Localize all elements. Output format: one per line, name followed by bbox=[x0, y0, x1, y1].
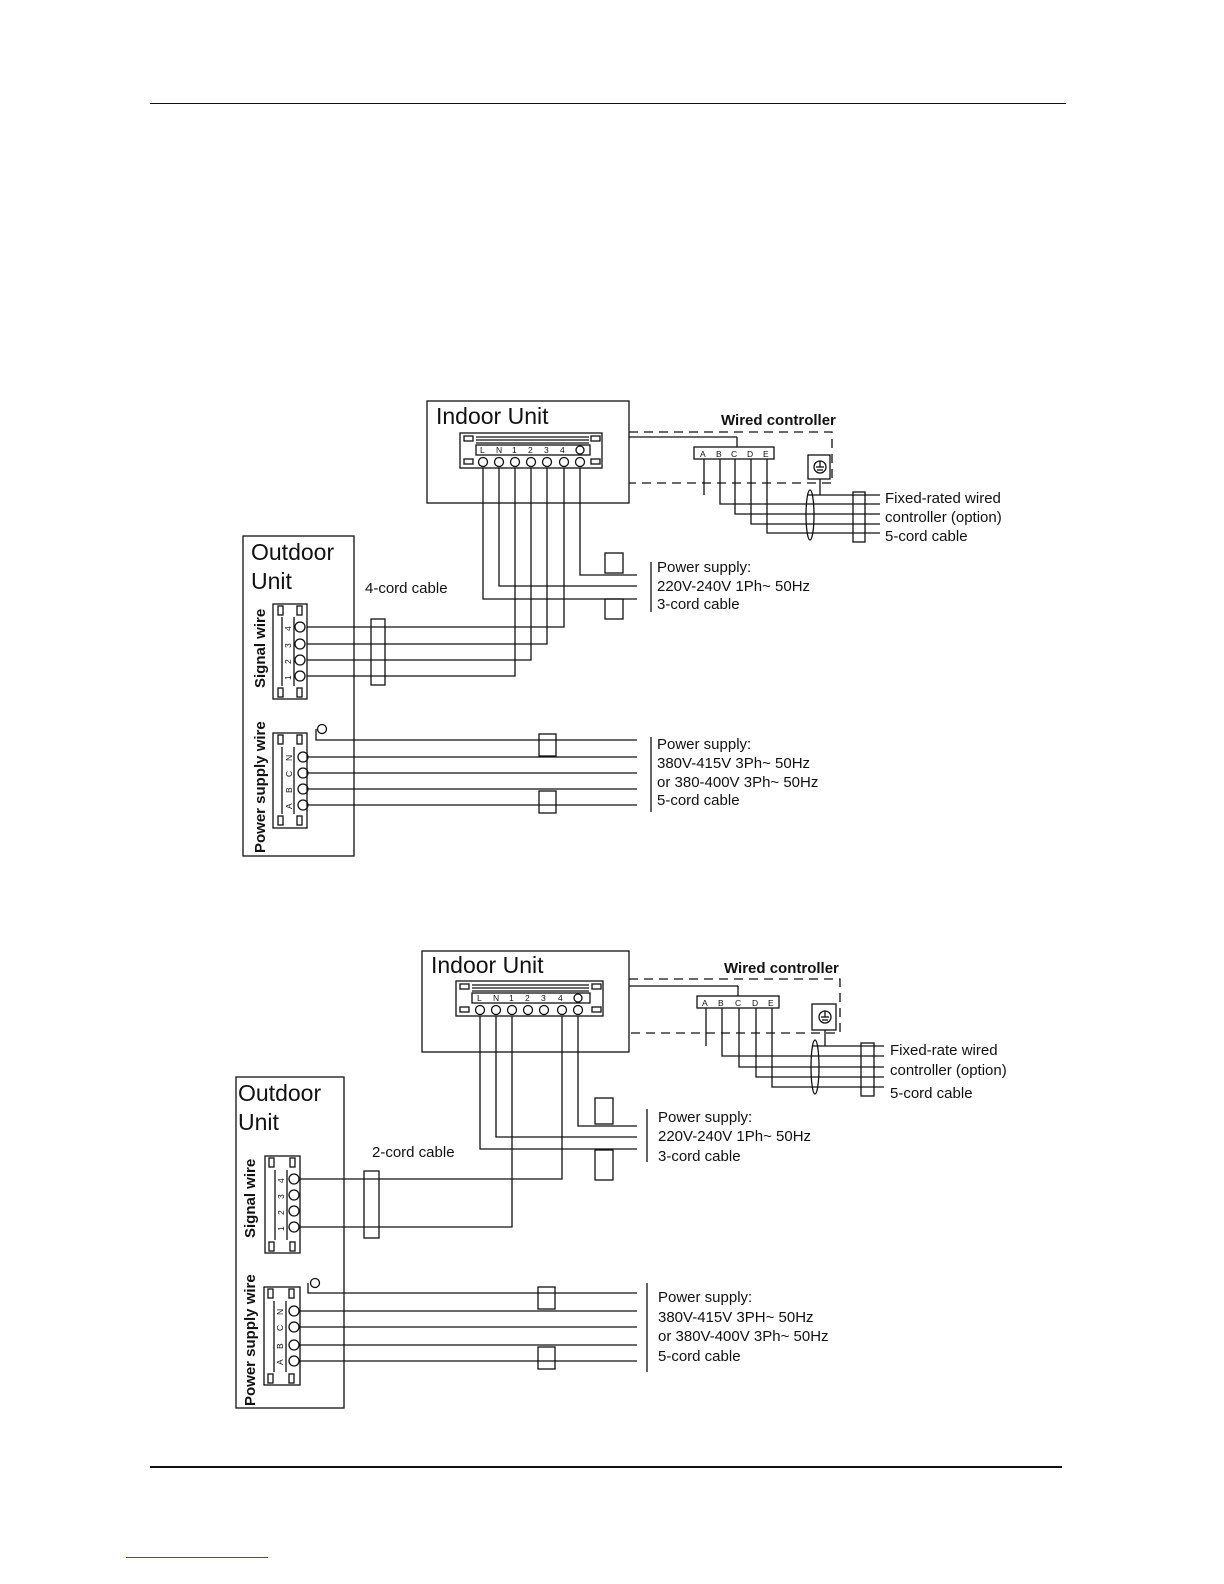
terminal-label: N bbox=[493, 993, 499, 1003]
power-terminal-label: B bbox=[284, 787, 294, 793]
header-rule bbox=[150, 103, 1066, 104]
controller-terminal-block-1 bbox=[693, 446, 775, 460]
controller-note-line: controller (option) bbox=[885, 509, 1002, 526]
outdoor-power-line: Power supply: bbox=[658, 1289, 752, 1306]
indoor-terminal-cells-1 bbox=[463, 435, 601, 468]
footer-rule bbox=[150, 1466, 1062, 1468]
indoor-unit-box-2 bbox=[421, 950, 630, 1053]
outdoor-unit-box-2 bbox=[235, 1076, 345, 1409]
signal-cable-label-2: 2-cord cable bbox=[372, 1144, 455, 1161]
power-terminal-block-2 bbox=[263, 1286, 301, 1386]
controller-note-line: controller (option) bbox=[890, 1062, 1007, 1079]
terminal-label: 2 bbox=[528, 445, 533, 455]
outdoor-power-line: 380V-415V 3PH~ 50Hz bbox=[658, 1309, 814, 1326]
indoor-unit-box-1 bbox=[426, 400, 630, 504]
power-supply-wire-label-1: Power supply wire bbox=[252, 721, 269, 853]
power-terminal-label: A bbox=[275, 1359, 285, 1365]
controller-enclosure-1 bbox=[629, 431, 833, 484]
signal-terminal-block-1 bbox=[272, 603, 308, 700]
indoor-power-line: 3-cord cable bbox=[657, 596, 740, 613]
indoor-unit-title-2: Indoor Unit bbox=[431, 952, 544, 978]
indoor-power-line: 3-cord cable bbox=[658, 1148, 741, 1165]
indoor-power-line: 220V-240V 1Ph~ 50Hz bbox=[657, 578, 810, 595]
outdoor-power-line: 5-cord cable bbox=[657, 792, 740, 809]
diagram-1-text: Indoor Unit Wired controller L N 1 2 3 4… bbox=[251, 403, 1002, 853]
outdoor-power-line: 5-cord cable bbox=[658, 1348, 741, 1365]
power-terminal-label: B bbox=[275, 1343, 285, 1349]
indoor-terminal-cells-2 bbox=[459, 983, 602, 1016]
controller-terminal-block-2 bbox=[696, 995, 780, 1009]
controller-terminal-label: D bbox=[747, 449, 753, 459]
power-terminal-label: C bbox=[275, 1325, 285, 1331]
signal-terminal-label: 4 bbox=[283, 626, 293, 631]
terminal-label: 4 bbox=[560, 445, 565, 455]
controller-terminal-label: C bbox=[731, 449, 737, 459]
controller-terminal-label: A bbox=[702, 998, 708, 1008]
power-terminal-label: N bbox=[275, 1309, 285, 1315]
terminal-label: L bbox=[477, 993, 482, 1003]
signal-terminal-label: 1 bbox=[283, 675, 293, 680]
footer-link-underline bbox=[126, 1557, 268, 1558]
indoor-unit-title-1: Indoor Unit bbox=[436, 403, 549, 429]
outdoor-power-line: 380V-415V 3Ph~ 50Hz bbox=[657, 755, 810, 772]
signal-terminal-label: 4 bbox=[276, 1178, 286, 1183]
outdoor-unit-title-2b: Unit bbox=[238, 1109, 280, 1135]
indoor-power-line: Power supply: bbox=[657, 559, 751, 576]
outdoor-unit-title-2: Outdoor bbox=[238, 1080, 321, 1106]
power-terminal-label: N bbox=[284, 755, 294, 761]
controller-terminal-label: B bbox=[718, 998, 724, 1008]
controller-enclosure-2 bbox=[629, 978, 841, 1034]
controller-terminal-label: E bbox=[763, 449, 769, 459]
outdoor-unit-box-1 bbox=[242, 535, 355, 857]
signal-terminal-label: 3 bbox=[283, 643, 293, 648]
power-supply-wire-label-2: Power supply wire bbox=[242, 1274, 259, 1406]
controller-terminal-label: B bbox=[716, 449, 722, 459]
outdoor-unit-title-1b: Unit bbox=[251, 568, 293, 594]
signal-wire-label-1: Signal wire bbox=[252, 609, 269, 688]
controller-terminal-label: D bbox=[752, 998, 758, 1008]
signal-terminal-label: 2 bbox=[276, 1210, 286, 1215]
controller-ground-1 bbox=[807, 454, 831, 480]
controller-terminal-label: E bbox=[768, 998, 774, 1008]
diagram-2-text: Indoor Unit Wired controller L N 1 2 3 4… bbox=[238, 952, 1007, 1406]
indoor-power-line: Power supply: bbox=[658, 1109, 752, 1126]
controller-note-line: 5-cord cable bbox=[890, 1085, 973, 1102]
signal-terminal-label: 3 bbox=[276, 1194, 286, 1199]
signal-terminal-label: 2 bbox=[283, 659, 293, 664]
outdoor-power-line: or 380-400V 3Ph~ 50Hz bbox=[657, 774, 818, 791]
controller-ground-2 bbox=[811, 1003, 837, 1031]
wired-controller-label-2: Wired controller bbox=[724, 960, 839, 977]
wired-controller-label-1: Wired controller bbox=[721, 412, 836, 429]
outdoor-power-line: Power supply: bbox=[657, 736, 751, 753]
power-terminal-block-1 bbox=[272, 732, 308, 829]
controller-terminal-label: A bbox=[700, 449, 706, 459]
power-terminal-label: C bbox=[284, 771, 294, 777]
indoor-terminal-block-2 bbox=[455, 980, 604, 1017]
diagram-1 bbox=[242, 400, 880, 857]
outdoor-power-line: or 380V-400V 3Ph~ 50Hz bbox=[658, 1328, 829, 1345]
terminal-label: 1 bbox=[509, 993, 514, 1003]
controller-terminal-label: C bbox=[735, 998, 741, 1008]
terminal-label: 2 bbox=[525, 993, 530, 1003]
signal-wire-label-2: Signal wire bbox=[242, 1159, 259, 1238]
diagram-2 bbox=[235, 950, 884, 1409]
signal-terminal-block-2 bbox=[264, 1155, 301, 1254]
terminal-label: 4 bbox=[558, 993, 563, 1003]
controller-note-line: Fixed-rate wired bbox=[890, 1042, 998, 1059]
signal-terminal-label: 1 bbox=[276, 1226, 286, 1231]
signal-cable-label-1: 4-cord cable bbox=[365, 580, 448, 597]
terminal-label: 3 bbox=[541, 993, 546, 1003]
outdoor-unit-title-1: Outdoor bbox=[251, 539, 334, 565]
terminal-label: N bbox=[496, 445, 502, 455]
power-terminal-label: A bbox=[284, 803, 294, 809]
terminal-label: L bbox=[480, 445, 485, 455]
controller-note-line: 5-cord cable bbox=[885, 528, 968, 545]
indoor-power-line: 220V-240V 1Ph~ 50Hz bbox=[658, 1128, 811, 1145]
terminal-label: 3 bbox=[544, 445, 549, 455]
controller-note-line: Fixed-rated wired bbox=[885, 490, 1001, 507]
terminal-label: 1 bbox=[512, 445, 517, 455]
